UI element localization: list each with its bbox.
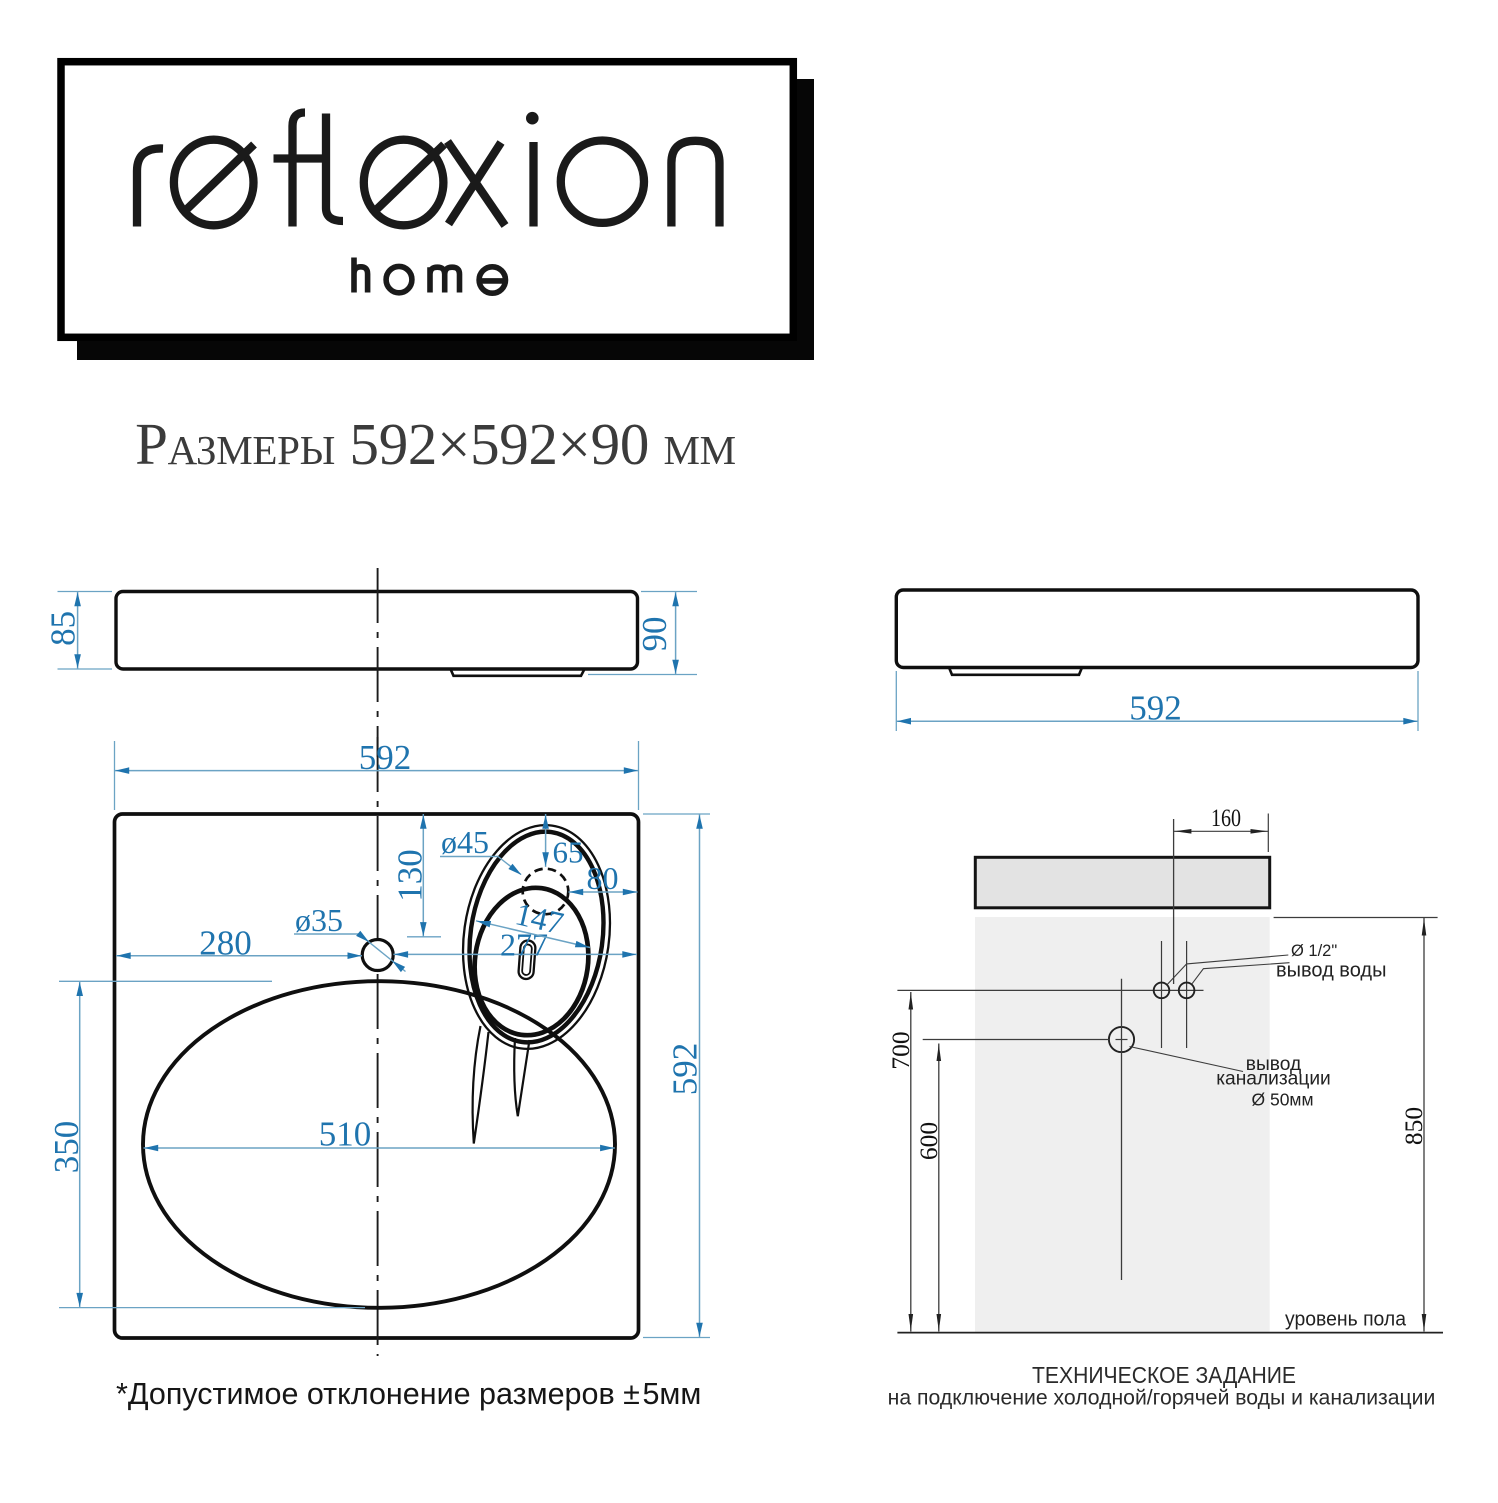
svg-text:Размеры 592×592×90 мм: Размеры 592×592×90 мм — [135, 411, 736, 477]
svg-text:600: 600 — [914, 1122, 943, 1160]
svg-text:850: 850 — [1399, 1107, 1428, 1145]
svg-text:уровень пола: уровень пола — [1285, 1308, 1407, 1331]
svg-text:65: 65 — [553, 835, 584, 870]
svg-text:канализации: канализации — [1216, 1068, 1331, 1089]
svg-text:592: 592 — [666, 1043, 705, 1096]
svg-text:85: 85 — [43, 611, 82, 646]
svg-text:350: 350 — [47, 1121, 86, 1174]
svg-text:*Допустимое отклонение размеро: *Допустимое отклонение размеров ± 5мм — [116, 1377, 701, 1411]
svg-text:80: 80 — [587, 860, 619, 896]
svg-text:Ø 50мм: Ø 50мм — [1251, 1090, 1313, 1110]
svg-text:ТЕХНИЧЕСКОЕ ЗАДАНИЕ: ТЕХНИЧЕСКОЕ ЗАДАНИЕ — [1032, 1362, 1296, 1388]
svg-text:Ø 1/2": Ø 1/2" — [1291, 942, 1337, 960]
svg-text:ø35: ø35 — [295, 902, 343, 938]
svg-text:вывод: вывод — [1246, 1054, 1301, 1075]
svg-text:592: 592 — [359, 738, 412, 777]
svg-text:на подключение холодной/горяче: на подключение холодной/горячей воды и к… — [888, 1387, 1436, 1410]
svg-text:510: 510 — [319, 1115, 372, 1154]
svg-text:160: 160 — [1211, 803, 1241, 832]
svg-text:592: 592 — [1129, 689, 1182, 728]
svg-text:700: 700 — [886, 1031, 915, 1069]
svg-text:90: 90 — [635, 617, 674, 652]
svg-text:130: 130 — [391, 849, 430, 902]
svg-text:вывод воды: вывод воды — [1276, 960, 1386, 982]
svg-text:ø45: ø45 — [441, 824, 489, 860]
svg-text:280: 280 — [199, 924, 252, 963]
